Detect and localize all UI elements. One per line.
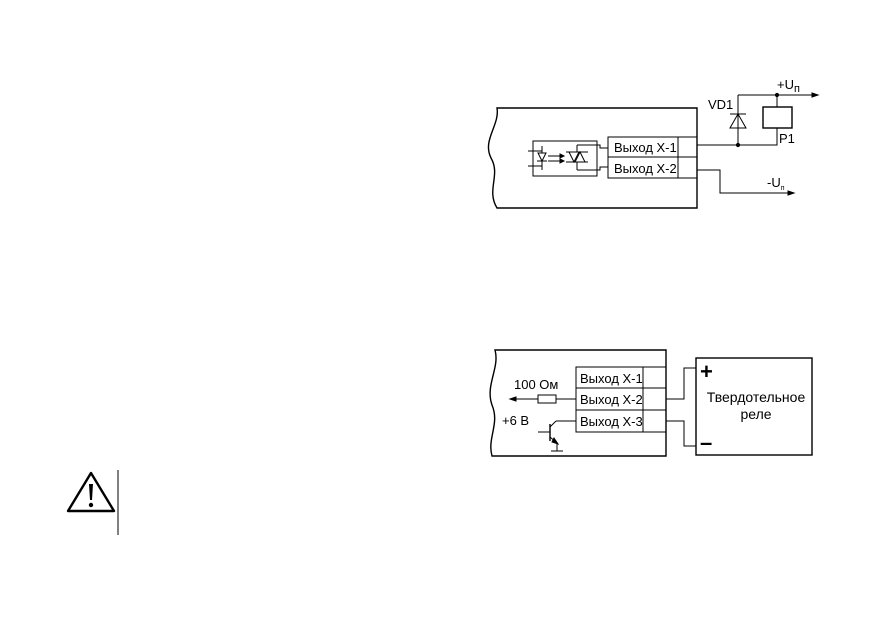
terminal-label-x2: Выход X-2 xyxy=(580,392,643,407)
device-body-outline-2 xyxy=(489,349,667,457)
device-body-outline xyxy=(487,107,698,209)
solid-state-relay-box xyxy=(695,357,813,456)
opto-led-icon xyxy=(528,146,566,170)
relay-plus-sign: + xyxy=(700,359,713,384)
relay-label-line2: реле xyxy=(740,406,771,422)
relay-minus-sign: – xyxy=(700,430,712,455)
wire-minus xyxy=(666,420,696,447)
relay-label-line1: Твердотельное xyxy=(707,389,806,405)
terminal-label-x3: Выход X-3 xyxy=(580,414,643,429)
wire-plus xyxy=(666,367,696,400)
terminal-label-x2: Выход X-2 xyxy=(614,161,677,176)
solid-state-relay-diagram: Выход X-1 Выход X-2 Выход X-3 + xyxy=(489,349,813,457)
terminal-block-2: Выход X-1 Выход X-2 Выход X-3 xyxy=(575,366,667,433)
supply-minus-label: -Uп xyxy=(767,175,785,192)
triac-output-diagram: Выход X-1 Выход X-2 VD1 P1 +Uп xyxy=(487,77,820,209)
diode-label: VD1 xyxy=(708,97,733,112)
resistor-circuit xyxy=(508,394,576,404)
voltage-label: +6 В xyxy=(502,413,529,428)
relay-label: P1 xyxy=(779,131,795,146)
triac-icon xyxy=(566,144,608,171)
relay-circuit xyxy=(697,92,820,196)
resistor-label: 100 Ом xyxy=(514,377,558,392)
terminal-label-x1: Выход X-1 xyxy=(580,371,643,386)
resistor-icon xyxy=(537,394,557,404)
warning-triangle-icon xyxy=(66,471,116,513)
supply-plus-label: +Uп xyxy=(777,77,800,95)
optosimistor-box xyxy=(532,140,598,177)
transistor-icon xyxy=(538,420,576,452)
relay-coil-p1 xyxy=(762,106,793,129)
diode-vd1-icon xyxy=(729,112,747,129)
terminal-label-x1: Выход X-1 xyxy=(614,140,677,155)
terminal-block-1: Выход X-1 Выход X-2 xyxy=(607,136,698,179)
